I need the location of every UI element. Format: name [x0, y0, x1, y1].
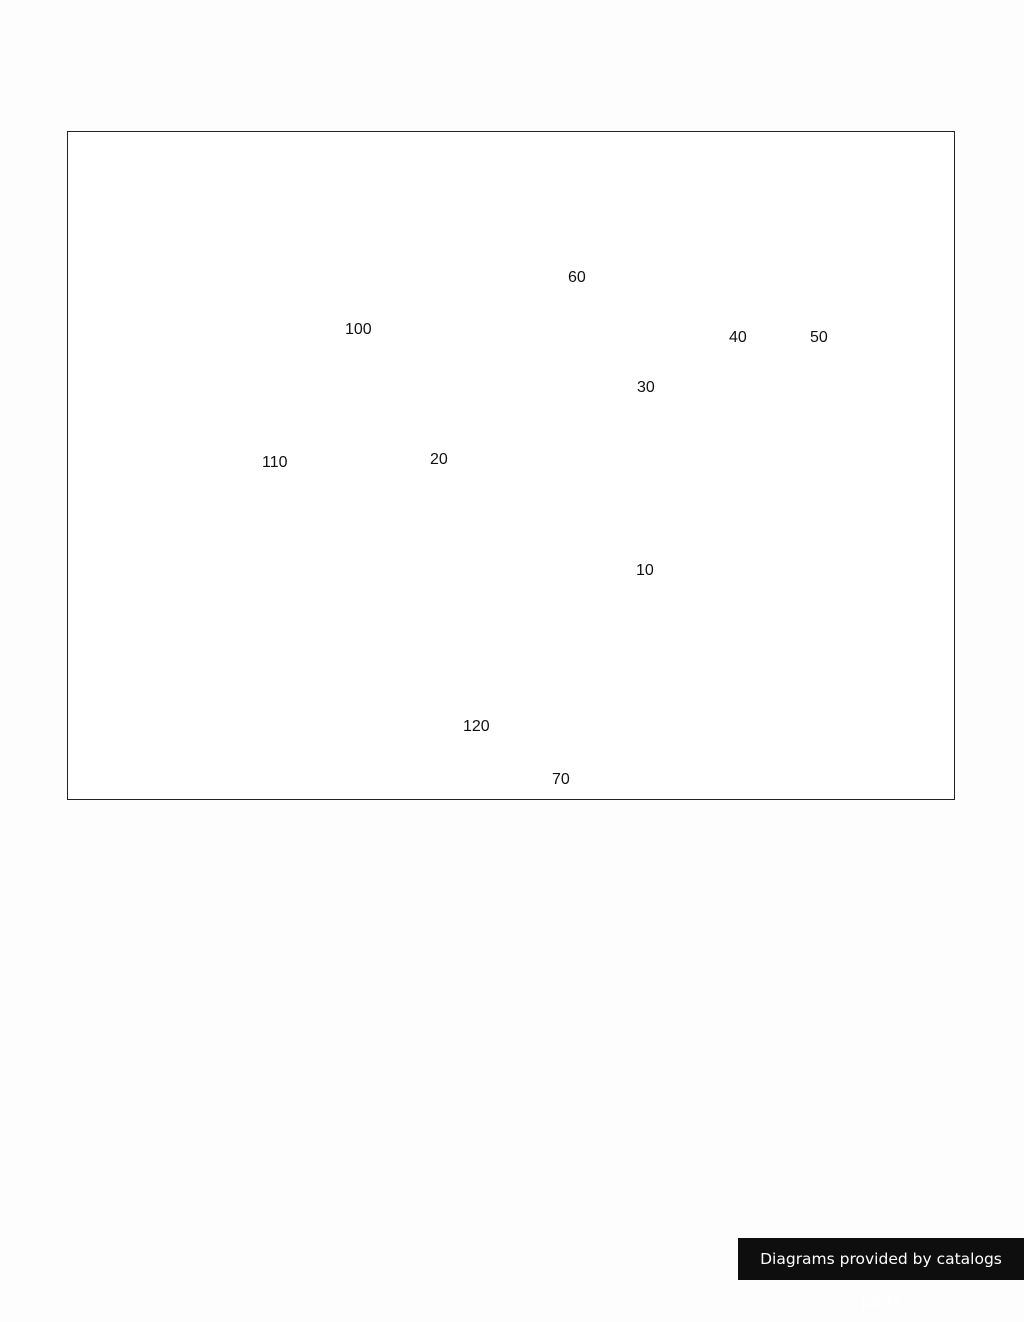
callout-30: 30	[637, 379, 655, 396]
callout-50: 50	[810, 329, 828, 346]
callout-60: 60	[568, 269, 586, 286]
callout-120: 120	[463, 718, 490, 735]
callout-20: 20	[430, 451, 448, 468]
callout-40: 40	[729, 329, 747, 346]
callout-70: 70	[552, 771, 570, 788]
callout-100: 100	[345, 321, 372, 338]
diagram-frame	[67, 131, 955, 800]
callout-110: 110	[262, 454, 288, 471]
footer-credit-badge: Diagrams provided by catalogs parts	[738, 1238, 1024, 1310]
callout-10: 10	[636, 562, 654, 579]
